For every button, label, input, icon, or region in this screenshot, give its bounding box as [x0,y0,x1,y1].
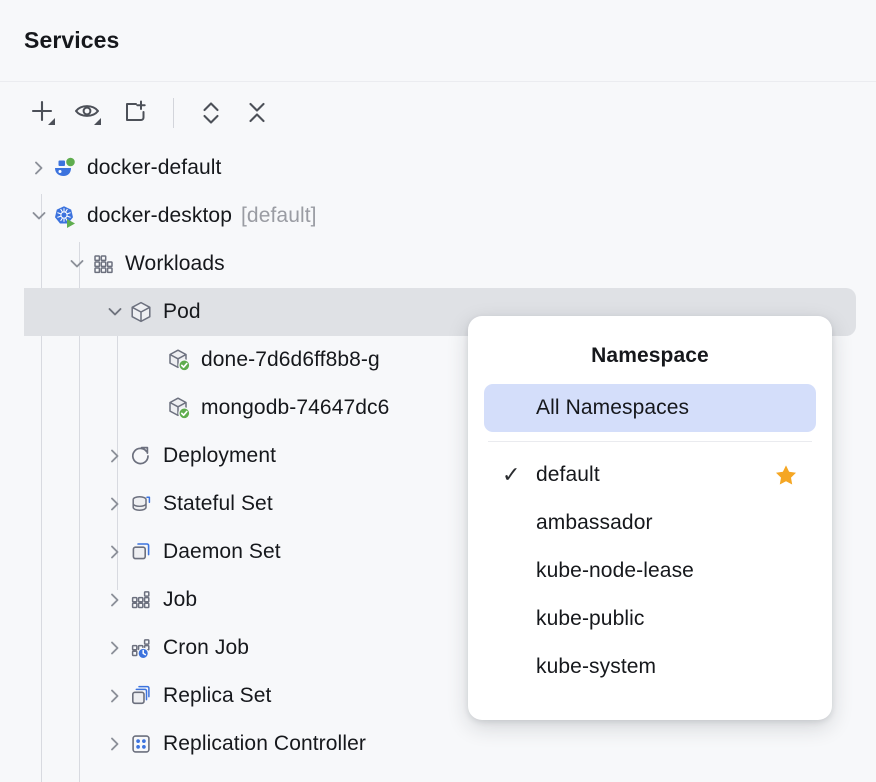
menu-item-default[interactable]: ✓ default [484,451,816,499]
chevron-right-icon[interactable] [102,635,128,661]
tree-row-default-badge: [default] [240,204,317,227]
menu-item-kube-system[interactable]: kube-system [484,643,816,691]
tree-row-label: Deployment [163,444,277,467]
menu-item-label: default [536,463,600,486]
menu-item-label: kube-system [536,655,657,678]
tree-row-pod-done[interactable]: done-7d6d6ff8b8-g [0,336,876,384]
menu-separator [488,441,812,442]
collapse-all-button[interactable] [235,91,279,135]
chevron-right-icon[interactable] [102,539,128,565]
tree-row-pod-mongodb[interactable]: mongodb-74647dc6 [0,384,876,432]
new-service-button[interactable] [114,91,158,135]
tree-guide-line [117,290,118,590]
tree-row-label: docker-default [87,156,222,179]
add-service-button[interactable] [22,91,66,135]
view-options-button[interactable] [68,91,112,135]
services-tool-header: Services [0,0,876,82]
tree-row-job[interactable]: Job [0,576,876,624]
job-grid-icon [128,587,154,613]
services-toolbar [0,82,876,144]
favorite-star-icon[interactable] [774,463,798,487]
tree-guide-line [79,242,80,782]
chevron-right-icon[interactable] [102,731,128,757]
chevron-down-icon[interactable] [64,251,90,277]
chevron-down-icon[interactable] [102,299,128,325]
tree-row-stateful-set[interactable]: Stateful Set [0,480,876,528]
menu-item-label: kube-node-lease [536,559,694,582]
tree-row-cron-job[interactable]: Cron Job [0,624,876,672]
tree-row-label: docker-desktop [87,204,232,227]
tree-row-label: Job [163,588,198,611]
chevron-right-icon[interactable] [102,443,128,469]
tree-row-label: Stateful Set [163,492,273,515]
stateful-set-database-icon [128,491,154,517]
pod-cube-running-icon [166,347,192,373]
deployment-refresh-icon [128,443,154,469]
workloads-grid-icon [90,251,116,277]
menu-item-ambassador[interactable]: ambassador [484,499,816,547]
tree-row-label: Replication Controller [163,732,366,755]
docker-whale-running-icon [52,155,78,181]
replication-controller-icon [128,731,154,757]
expand-collapse-button[interactable] [189,91,233,135]
cron-job-clock-icon [128,635,154,661]
chevron-down-icon[interactable] [26,203,52,229]
replica-set-stack-icon [128,683,154,709]
menu-item-label: All Namespaces [536,396,690,419]
daemon-set-layers-icon [128,539,154,565]
chevron-right-icon[interactable] [26,155,52,181]
tree-row-label: Cron Job [163,636,250,659]
tree-row-replication-controller[interactable]: Replication Controller [0,720,876,768]
tree-row-label: mongodb-74647dc6 [201,396,390,419]
chevron-up-down-icon [203,102,219,124]
tree-row-label: done-7d6d6ff8b8-g [201,348,380,371]
chevron-right-icon[interactable] [102,587,128,613]
kubernetes-connected-icon [52,203,78,229]
namespace-popup-title: Namespace [591,344,709,367]
chevron-right-icon[interactable] [102,491,128,517]
page-title: Services [24,27,120,53]
menu-item-label: kube-public [536,607,645,630]
tree-row-label: Replica Set [163,684,272,707]
pod-cube-icon [128,299,154,325]
namespace-popup[interactable]: Namespace All Namespaces ✓ default ambas… [468,316,832,720]
tree-guide-line [41,194,42,782]
tree-row-workloads[interactable]: Workloads [0,240,876,288]
tree-row-label: Daemon Set [163,540,281,563]
pod-cube-running-icon [166,395,192,421]
chevron-right-icon[interactable] [102,683,128,709]
menu-item-kube-node-lease[interactable]: kube-node-lease [484,547,816,595]
toolbar-separator [173,98,174,128]
tree-row-daemon-set[interactable]: Daemon Set [0,528,876,576]
tree-row-docker-default[interactable]: docker-default [0,144,876,192]
eye-with-dropdown-icon [75,105,101,125]
tree-row-label: Pod [163,300,201,323]
menu-item-all-namespaces[interactable]: All Namespaces [484,384,816,432]
new-window-plus-icon [126,100,146,121]
tree-row-label: Workloads [125,252,225,275]
menu-item-kube-public[interactable]: kube-public [484,595,816,643]
collapse-all-icon [249,102,265,123]
tree-row-replica-set[interactable]: Replica Set [0,672,876,720]
check-icon: ✓ [502,462,521,487]
plus-with-dropdown-icon [31,100,55,125]
menu-item-label: ambassador [536,511,653,534]
tree-row-docker-desktop[interactable]: docker-desktop [default] [0,192,876,240]
tree-row-deployment[interactable]: Deployment [0,432,876,480]
